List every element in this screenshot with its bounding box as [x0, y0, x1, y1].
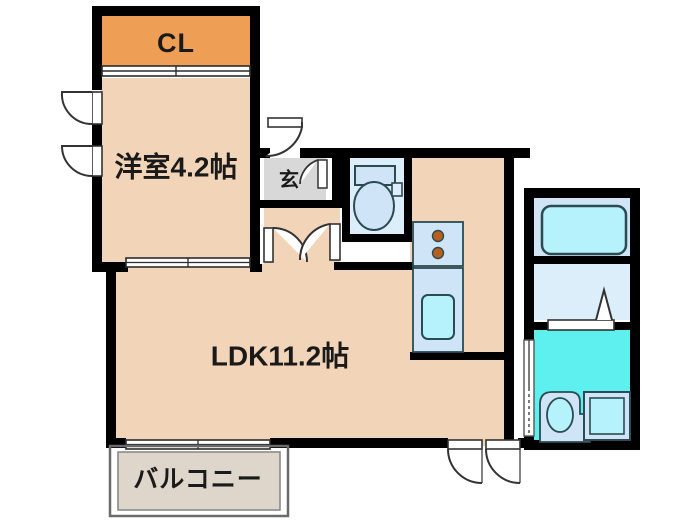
- entrance-front-door-icon: [265, 117, 303, 158]
- wall-bath-divider-1: [534, 256, 632, 264]
- bedroom-ldk-sliding-door-icon: [125, 257, 251, 268]
- genkan-side-door-icon: [299, 159, 328, 189]
- toilet-bowl: [353, 181, 395, 231]
- balcony-rail-outer: [108, 444, 290, 518]
- wall-bedroom-right: [250, 6, 260, 264]
- wall-bath-left: [524, 188, 534, 442]
- wall-bedroom-left-lower: [92, 176, 102, 272]
- balcony-label: バルコニー: [133, 466, 263, 494]
- bedroom-window-upper-icon: [60, 91, 103, 126]
- wall-bedroom-left-upper: [92, 6, 102, 90]
- stove-body: [412, 221, 464, 267]
- burner-lower-icon: [431, 246, 445, 260]
- bedroom-floor: [100, 78, 252, 264]
- wall-ldk-bottom-right: [518, 438, 532, 448]
- genkan-floor: [264, 158, 326, 202]
- toilet-lever: [391, 182, 403, 197]
- wall-ldk-top-mid: [250, 264, 262, 272]
- kitchen-sink-fixture: [412, 267, 464, 353]
- sink-basin: [421, 294, 455, 340]
- balcony-outline: [108, 444, 290, 518]
- genkan-inner-door-right-icon: [298, 223, 341, 261]
- toilet-fixture-main: [353, 165, 403, 231]
- closet-floor: [100, 14, 252, 72]
- wall-entrance-top-right: [300, 148, 530, 158]
- bathroom-folding-door-icon: [547, 286, 615, 331]
- vanity-inner: [589, 397, 625, 435]
- bathtub-fixture: [540, 204, 628, 256]
- bedroom-label: 洋室4.2帖: [115, 150, 238, 182]
- wall-closet-top: [92, 6, 260, 16]
- toilet-fixture-washroom: [539, 391, 591, 443]
- wall-ldk-bottom-left: [106, 438, 126, 448]
- wall-bath-bottom: [524, 440, 640, 450]
- doors-and-windows: [60, 65, 615, 484]
- wall-toilet-left: [342, 156, 350, 242]
- entrance-label: 玄: [279, 167, 299, 191]
- balcony-sliding-door-icon: [125, 439, 271, 450]
- ldk-label: LDK11.2帖: [211, 340, 350, 371]
- closet-sliding-door-icon: [101, 65, 251, 77]
- wall-bath-top: [524, 188, 640, 198]
- wall-ldk-top-right-a: [334, 262, 414, 270]
- wall-bath-right: [630, 188, 640, 450]
- wall-bath-divider-2b: [614, 322, 632, 330]
- wall-bedroom-left-mid: [92, 124, 102, 146]
- wall-kitchen-left: [404, 156, 412, 242]
- burner-upper-icon: [431, 229, 445, 243]
- ldk-door-left-icon: [447, 439, 483, 484]
- wall-ldk-top-right-b: [410, 352, 512, 360]
- bedroom-window-lower-icon: [60, 145, 103, 177]
- wall-kitchen-bottom-right: [504, 148, 514, 448]
- wall-ldk-left: [106, 264, 116, 448]
- wall-bath-divider-2a: [534, 322, 548, 330]
- wall-ldk-bottom-mid: [270, 438, 448, 448]
- washroom-sliding-door-icon: [523, 339, 535, 437]
- wall-ldk-top-left: [106, 264, 126, 272]
- wall-toilet-bottom: [342, 234, 412, 242]
- toilet-seat-shape: [546, 397, 574, 433]
- fixtures: [353, 165, 631, 443]
- vanity-basin-fixture: [583, 391, 631, 441]
- ldk-door-right-icon: [485, 439, 521, 484]
- wall-genkan-left: [250, 148, 260, 272]
- corridor-floor: [264, 200, 340, 270]
- dressing-room-floor: [534, 262, 632, 320]
- genkan-inner-door-left-icon: [263, 227, 308, 263]
- wall-genkan-divider-top: [260, 200, 340, 208]
- stove-fixture: [412, 221, 464, 267]
- wall-genkan-right-upper: [332, 148, 342, 208]
- walls: [92, 6, 640, 450]
- closet-label: CL: [157, 28, 195, 58]
- room-labels: CL 洋室4.2帖 LDK11.2帖 玄 バルコニー: [115, 28, 350, 493]
- balcony-rail-inner: [117, 451, 281, 511]
